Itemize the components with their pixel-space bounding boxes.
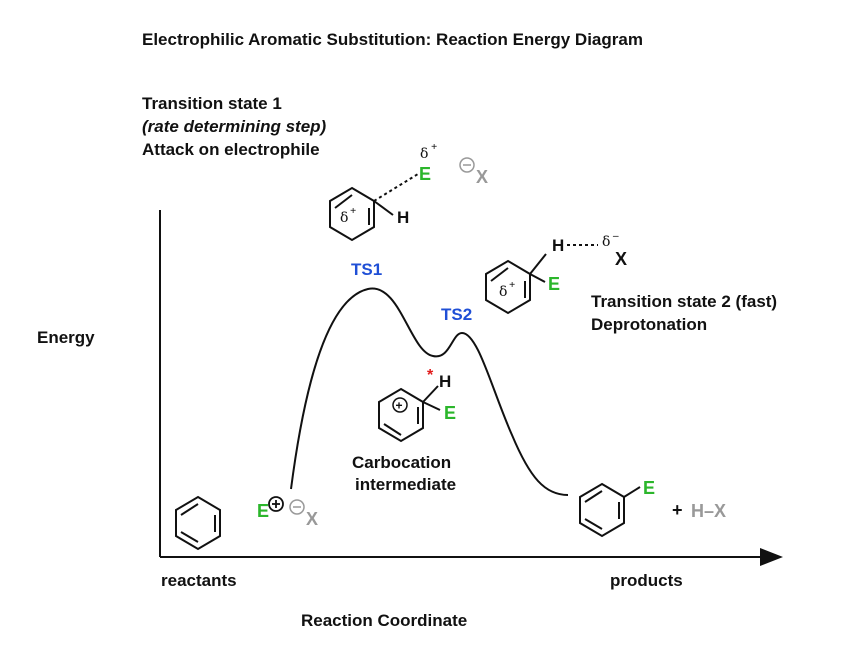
- intermediate-electrophile: E: [444, 403, 456, 423]
- reactant-cation-charge-icon: [268, 496, 284, 512]
- x-axis-end-label: products: [610, 571, 683, 590]
- energy-curve: [290, 287, 569, 496]
- reactants-group: E X: [175, 495, 318, 551]
- reactant-inner-bond-a: [180, 503, 199, 516]
- ts1-marker: TS1: [351, 260, 382, 279]
- reactant-leaving-group: X: [306, 509, 318, 529]
- ts1-bond-to-h: [373, 200, 394, 216]
- ts2-structure: δ + H δ – X E: [485, 230, 627, 315]
- ts1-heading-line2: (rate determining step): [142, 117, 327, 136]
- ts2-base: X: [615, 249, 627, 269]
- ts1-leaving-group: X: [476, 167, 488, 187]
- intermediate-star: *: [427, 367, 434, 384]
- y-axis-label: Energy: [37, 328, 95, 347]
- ts2-bond-to-e: [529, 273, 546, 283]
- ts1-electrophile: E: [419, 164, 431, 184]
- ts2-ring-delta: δ: [499, 284, 507, 300]
- x-axis-arrowhead: [760, 548, 783, 566]
- ts1-inner-bond-a: [334, 194, 353, 209]
- x-axis-title: Reaction Coordinate: [301, 611, 467, 630]
- product-bond-to-e: [623, 486, 641, 498]
- intermediate-label-line2: intermediate: [355, 475, 456, 494]
- reactant-benzene-ring: [175, 495, 221, 551]
- ts1-heading-line1: Transition state 1: [142, 94, 282, 113]
- ts1-forming-bond: [373, 173, 419, 202]
- intermediate-bond-to-h: [422, 385, 439, 403]
- ts1-hydrogen: H: [397, 208, 409, 227]
- product-byproduct: H–X: [691, 501, 726, 521]
- diagram-title: Electrophilic Aromatic Substitution: Rea…: [142, 30, 643, 49]
- products-group: E + H–X: [579, 478, 726, 538]
- product-plus: +: [672, 500, 683, 520]
- ts2-heading-line2: Deprotonation: [591, 315, 707, 334]
- ts1-structure: δ + H δ + E X: [329, 141, 488, 242]
- ts2-electrophile: E: [548, 274, 560, 294]
- intermediate-structure: + * H E: [378, 367, 456, 443]
- ts1-anion-charge-icon: [459, 157, 475, 173]
- reactant-inner-bond-c: [180, 531, 199, 543]
- ts1-ring-delta: δ: [340, 210, 348, 226]
- intermediate-benzene-ring: [378, 387, 424, 443]
- intermediate-cation-charge-icon: [392, 397, 408, 413]
- ts2-base-delta: δ: [602, 234, 610, 250]
- intermediate-inner-bond-a: [383, 423, 402, 436]
- ts2-hydrogen: H: [552, 236, 564, 255]
- ts2-base-minus: –: [612, 230, 619, 242]
- ts2-bond-to-h: [529, 253, 547, 275]
- ts2-marker: TS2: [441, 305, 472, 324]
- reactant-electrophile: E: [257, 501, 269, 521]
- ts1-ring-plus: +: [350, 205, 356, 217]
- product-inner-bond-a: [584, 490, 603, 503]
- intermediate-hydrogen: H: [439, 372, 451, 391]
- product-inner-bond-c: [584, 518, 603, 530]
- intermediate-bond-to-e: [422, 401, 441, 411]
- ts1-electrophile-delta: δ: [420, 146, 428, 162]
- ts2-heading-line1: Transition state 2 (fast): [591, 292, 777, 311]
- intermediate-label-line1: Carbocation: [352, 453, 451, 472]
- reactant-anion-charge-icon: [289, 499, 305, 515]
- ts2-inner-bond-a: [490, 267, 509, 282]
- product-electrophile: E: [643, 478, 655, 498]
- x-axis-start-label: reactants: [161, 571, 237, 590]
- ts1-heading-line3: Attack on electrophile: [142, 140, 320, 159]
- ts1-electrophile-plus: +: [431, 141, 437, 153]
- intermediate-charge: +: [396, 399, 403, 413]
- ts2-ring-plus: +: [509, 279, 515, 291]
